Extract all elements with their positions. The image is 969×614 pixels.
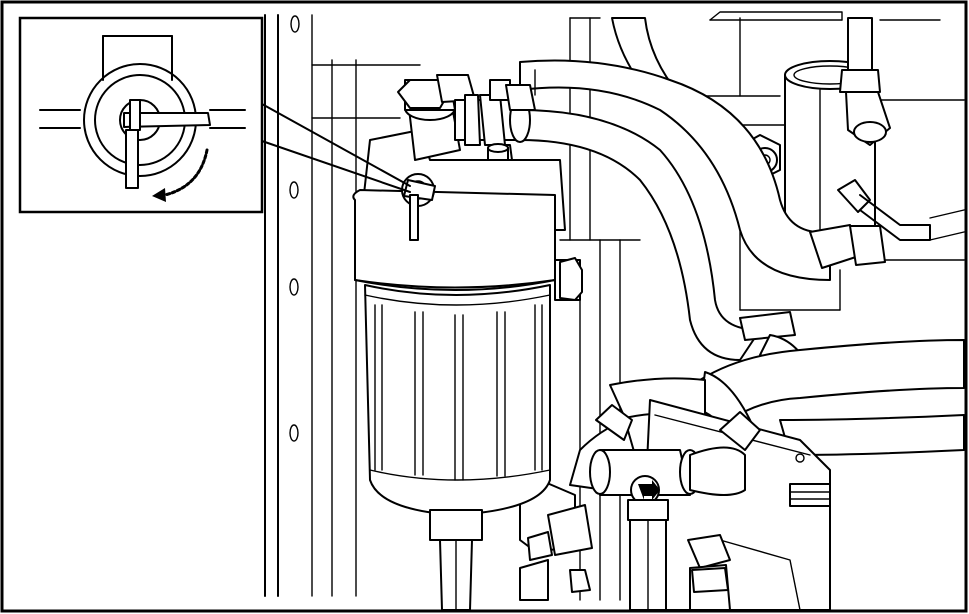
inlet-fitting [454,79,536,161]
flow-direction-arrow-icon [638,480,660,500]
bleed-screw [487,143,509,161]
upper-right-hose [839,17,891,146]
drain-valve [401,173,436,241]
bowl-drain [429,509,483,611]
bowl-lower [364,284,551,516]
lower-bolts [519,479,593,601]
bowl-upper [352,189,583,301]
hose-main-upper [519,59,886,281]
hex-nut-lower [687,534,731,611]
detail-inset [18,16,264,214]
rotation-arrow-icon [152,148,209,202]
tee-fitting [589,404,761,611]
callout-leader [261,103,411,193]
